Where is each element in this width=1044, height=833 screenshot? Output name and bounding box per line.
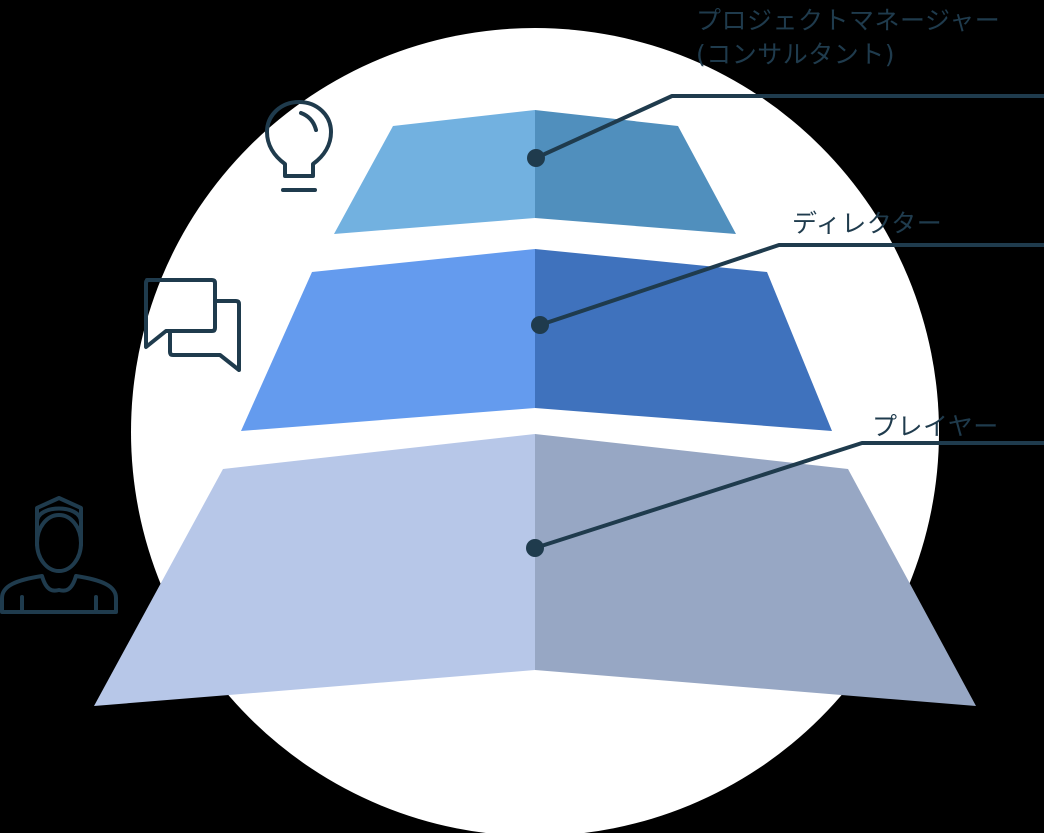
tier-middle-left-face	[241, 249, 535, 431]
tier-bottom-label: プレイヤー	[872, 410, 999, 444]
leader-line-bottom	[534, 441, 1044, 550]
tier-middle-label-line1: ディレクター	[792, 209, 943, 238]
chat-bubbles-icon	[144, 278, 241, 372]
tier-top-label-line2: (コンサルタント)	[696, 40, 896, 69]
tier-bottom	[94, 434, 976, 706]
tier-middle-right-face	[535, 249, 832, 431]
tier-bottom-right-face	[535, 434, 976, 706]
tier-top-label-line1: プロジェクトマネージャー	[696, 6, 1001, 35]
leader-dot-top	[527, 149, 545, 167]
person-icon	[0, 496, 118, 614]
leader-dot-bottom	[526, 539, 544, 557]
tier-top-right-face	[535, 110, 736, 234]
tier-bottom-left-face	[94, 434, 535, 706]
tier-top	[334, 110, 736, 234]
lightbulb-icon	[265, 100, 333, 192]
tier-top-left-face	[334, 110, 535, 234]
tier-middle	[241, 249, 832, 431]
tier-middle-label: ディレクター	[792, 207, 942, 241]
leader-line-middle	[539, 243, 1044, 327]
leader-dot-middle	[531, 316, 549, 334]
tier-bottom-label-line1: プレイヤー	[872, 412, 999, 441]
tier-top-label: プロジェクトマネージャー (コンサルタント)	[696, 4, 1000, 72]
leader-line-top	[535, 94, 1044, 160]
